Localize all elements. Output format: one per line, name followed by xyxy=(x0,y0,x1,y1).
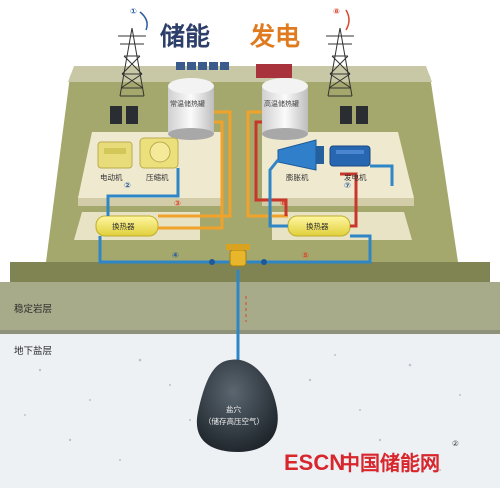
step-4: ④ xyxy=(172,251,179,260)
right-pad-edge xyxy=(262,198,414,206)
label-compressor: 压缩机 xyxy=(146,172,169,182)
tank-cold xyxy=(168,78,214,140)
pipe-joints xyxy=(209,259,267,265)
label-cavern-detail: （储存高压空气） xyxy=(204,416,264,426)
motor xyxy=(97,141,133,169)
heat-exchanger-left xyxy=(95,215,159,237)
expander xyxy=(277,139,324,171)
transformer-right-b xyxy=(356,106,368,124)
mark-2: ② xyxy=(452,439,459,448)
panel-row-left xyxy=(176,62,229,70)
rock-divider xyxy=(0,330,500,334)
step-1: ① xyxy=(130,7,137,16)
label-salt-layer: 地下盐层 xyxy=(14,345,52,357)
label-heat-exchanger-right: 换热器 xyxy=(306,221,329,231)
step-3: ③ xyxy=(174,199,181,208)
step-7: ⑦ xyxy=(344,181,351,190)
label-motor: 电动机 xyxy=(100,172,123,182)
label-cavern: 盐穴 xyxy=(226,404,241,414)
title-storage: 储能 xyxy=(160,22,210,51)
left-pad-edge xyxy=(78,198,222,206)
central-valve xyxy=(226,244,250,267)
label-tank-cold: 常温储热罐 xyxy=(170,99,205,108)
transformer-right-a xyxy=(340,106,352,124)
label-generator: 发电机 xyxy=(344,172,367,182)
step-8: ⑧ xyxy=(333,7,340,16)
stable-rock-layer xyxy=(0,282,500,332)
tank-hot xyxy=(262,78,308,140)
label-stable-rock: 稳定岩层 xyxy=(14,303,52,315)
transformer-left-b xyxy=(126,106,138,124)
ground-front-face xyxy=(10,262,490,282)
title-generation: 发电 xyxy=(249,22,300,51)
transformer-left-a xyxy=(110,106,122,124)
pipes-orange xyxy=(158,110,288,230)
step-6: ⑥ xyxy=(280,199,287,208)
compressor xyxy=(139,137,179,169)
out-arrow-icon xyxy=(345,9,350,31)
back-plateau xyxy=(68,66,432,82)
pylon-right xyxy=(326,27,354,97)
watermark-cn: 中国储能网 xyxy=(340,451,440,475)
step-2: ② xyxy=(124,181,131,190)
in-arrow-icon xyxy=(139,11,148,31)
generator xyxy=(329,145,371,167)
salt-speckles xyxy=(24,354,461,471)
label-tank-hot: 高温储热罐 xyxy=(264,99,299,108)
step-5: ⑤ xyxy=(302,251,309,260)
label-heat-exchanger-left: 换热器 xyxy=(112,221,135,231)
salt-cavern xyxy=(196,359,278,452)
building-red xyxy=(256,64,292,78)
watermark-en: ESCN xyxy=(284,450,345,475)
pipes-red xyxy=(254,120,358,228)
label-expander: 膨胀机 xyxy=(286,172,309,182)
pylon-left xyxy=(118,27,146,97)
